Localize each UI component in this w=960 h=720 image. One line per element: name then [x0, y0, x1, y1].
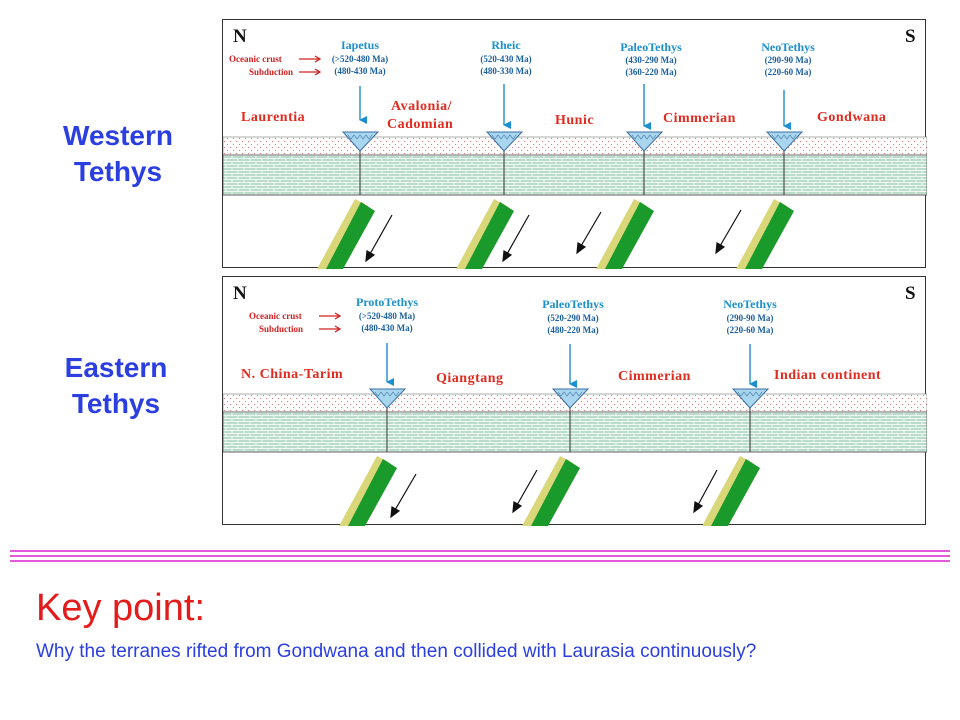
legend-oceanic-crust: Oceanic crust: [229, 54, 282, 64]
western-tethys-label: Western Tethys: [18, 118, 218, 190]
crust-layer: [223, 136, 927, 156]
legend-oceanic-crust: Oceanic crust: [249, 311, 302, 321]
terrane-indian-continent: Indian continent: [774, 368, 881, 383]
legend-arrow-icon: [319, 312, 342, 320]
western-diagram-svg: N S Oceanic crust Subduction Iapetus (>5…: [223, 26, 927, 269]
subducting-slab: [596, 199, 654, 269]
eastern-tethys-diagram: N S Oceanic crust Subduction ProtoTethys…: [222, 276, 927, 526]
motion-arrows: [365, 209, 742, 263]
ocean-age: (430-290 Ma): [625, 55, 676, 65]
lithosphere-layer: [223, 154, 927, 196]
terrane-north-china-tarim: N. China-Tarim: [241, 367, 343, 382]
lithosphere-layer: [223, 411, 927, 453]
arrow-icon: [365, 250, 376, 263]
divider-line: [10, 560, 950, 562]
ocean-paleotethys: PaleoTethys (520-290 Ma) (480-220 Ma): [542, 297, 604, 388]
arrow-icon: [516, 469, 538, 506]
western-label-line1: Western: [63, 120, 173, 151]
legend-arrow-icon: [319, 325, 342, 333]
ridge-paleotethys: [625, 131, 664, 195]
key-point-title: Key point:: [36, 587, 205, 629]
ridge-paleotethys: [551, 388, 590, 452]
ocean-age: (>520-480 Ma): [332, 54, 388, 64]
motion-arrows: [390, 469, 718, 519]
ocean-iapetus: Iapetus (>520-480 Ma) (480-430 Ma): [332, 38, 388, 124]
arrow-icon: [502, 250, 513, 263]
ocean-age: (290-90 Ma): [727, 313, 774, 323]
ocean-name: PaleoTethys: [620, 40, 682, 54]
ocean-name: Rheic: [491, 38, 521, 52]
ocean-prototethys: ProtoTethys (>520-480 Ma) (480-430 Ma): [356, 295, 418, 386]
terrane-cimmerian: Cimmerian: [663, 111, 736, 126]
arrow-icon: [506, 214, 530, 255]
north-label: N: [233, 283, 247, 304]
terrane-qiangtang: Qiangtang: [436, 371, 504, 386]
arrow-icon: [390, 506, 401, 519]
subducting-slab: [456, 199, 514, 269]
legend-arrow-icon: [299, 68, 322, 76]
ocean-age: (480-330 Ma): [480, 66, 531, 76]
ridge-neotethys: [731, 388, 770, 452]
ocean-name: NeoTethys: [723, 297, 777, 311]
ocean-age: (290-90 Ma): [765, 55, 812, 65]
ocean-neotethys: NeoTethys (290-90 Ma) (220-60 Ma): [761, 40, 815, 130]
terrane-cadomian: Cadomian: [387, 117, 453, 132]
divider-line: [10, 555, 950, 557]
divider-line: [10, 550, 950, 552]
ocean-paleotethys: PaleoTethys (430-290 Ma) (360-220 Ma): [620, 40, 682, 130]
south-label: S: [905, 26, 916, 47]
western-label-line2: Tethys: [73, 156, 163, 187]
terrane-cimmerian: Cimmerian: [618, 369, 691, 384]
ridge-prototethys: [368, 388, 407, 452]
eastern-label-line1: Eastern: [64, 352, 168, 383]
ocean-age: (520-290 Ma): [547, 313, 598, 323]
ocean-age: (520-430 Ma): [480, 54, 531, 64]
ocean-age: (480-430 Ma): [361, 323, 412, 333]
terrane-hunic: Hunic: [555, 113, 594, 128]
subducting-slab: [736, 199, 794, 269]
arrow-icon: [576, 242, 587, 255]
subducting-slab: [317, 199, 375, 269]
ocean-age: (>520-480 Ma): [359, 311, 415, 321]
ridge-iapetus: [341, 131, 380, 195]
legend-subduction: Subduction: [249, 67, 293, 77]
ocean-age: (360-220 Ma): [625, 67, 676, 77]
ocean-name: ProtoTethys: [356, 295, 418, 309]
ocean-age: (480-220 Ma): [547, 325, 598, 335]
ocean-age: (220-60 Ma): [727, 325, 774, 335]
arrow-icon: [715, 242, 726, 255]
terrane-avalonia: Avalonia/: [391, 99, 453, 114]
terrane-gondwana: Gondwana: [817, 110, 886, 125]
ocean-age: (480-430 Ma): [334, 66, 385, 76]
legend-subduction: Subduction: [259, 324, 303, 334]
legend-arrow-icon: [299, 55, 322, 63]
arrow-icon: [580, 211, 602, 247]
arrow-icon: [697, 469, 718, 506]
arrow-icon: [719, 209, 742, 247]
terrane-laurentia: Laurentia: [241, 110, 305, 125]
ocean-name: NeoTethys: [761, 40, 815, 54]
arrow-icon: [394, 473, 417, 511]
ocean-neotethys: NeoTethys (290-90 Ma) (220-60 Ma): [723, 297, 777, 388]
ridge-rheic: [485, 131, 524, 195]
subducting-slab: [339, 456, 397, 526]
western-tethys-diagram: N S Oceanic crust Subduction Iapetus (>5…: [222, 19, 927, 269]
ocean-rheic: Rheic (520-430 Ma) (480-330 Ma): [480, 38, 532, 129]
eastern-label-line2: Tethys: [71, 388, 161, 419]
arrow-icon: [693, 501, 704, 514]
south-label: S: [905, 283, 916, 304]
ocean-name: Iapetus: [341, 38, 379, 52]
subducting-slab: [702, 456, 760, 526]
ridge-neotethys: [765, 131, 804, 195]
subducting-slab: [522, 456, 580, 526]
eastern-tethys-label: Eastern Tethys: [16, 350, 216, 422]
ocean-age: (220-60 Ma): [765, 67, 812, 77]
ocean-name: PaleoTethys: [542, 297, 604, 311]
arrow-icon: [512, 501, 523, 514]
eastern-diagram-svg: N S Oceanic crust Subduction ProtoTethys…: [223, 283, 927, 526]
north-label: N: [233, 26, 247, 47]
arrow-icon: [369, 214, 393, 255]
key-point-question: Why the terranes rifted from Gondwana an…: [36, 641, 757, 662]
